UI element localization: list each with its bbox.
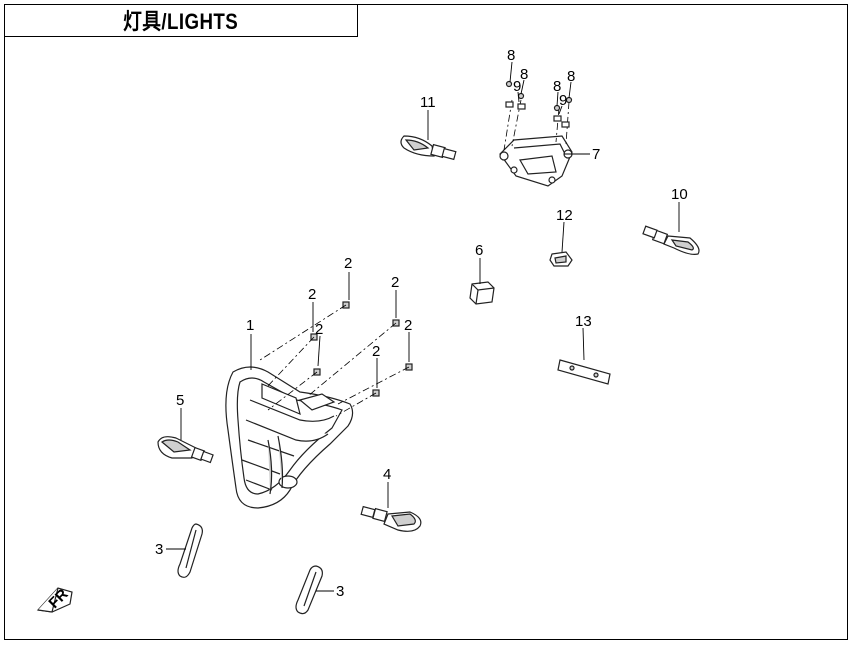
license-plate-bracket [499,99,573,187]
license-plate-lamp [549,251,573,267]
callout-11: 11 [420,94,436,111]
callout-6: 6 [475,242,483,259]
callout-13: 13 [575,313,592,330]
callout-3: 3 [336,583,344,600]
callout-1: 1 [246,317,254,334]
diagram-frame [4,4,848,640]
leader-lines [166,61,680,592]
callout-8: 8 [567,68,575,85]
callout-2: 2 [391,274,399,291]
callout-9: 9 [513,78,521,95]
rear-right-turn-signal [642,225,700,255]
headlight-assembly [225,366,354,509]
mounting-plate [557,359,611,385]
page-title: 灯具/LIGHTS [123,9,238,34]
screws [259,301,413,417]
callout-3: 3 [155,541,163,558]
callout-2: 2 [404,317,412,334]
title-box: 灯具/LIGHTS [4,4,358,37]
rear-left-turn-signal [400,135,457,161]
front-right-turn-signal [360,505,422,532]
callout-8: 8 [520,66,528,83]
callout-5: 5 [176,392,184,409]
callout-12: 12 [556,207,573,224]
callout-10: 10 [671,186,688,203]
callout-numbers: 1 2 2 2 2 2 2 5 4 3 3 6 7 8 9 8 8 9 8 10… [155,47,688,600]
callout-8: 8 [553,78,561,95]
callout-7: 7 [592,146,600,163]
flasher-relay [469,281,495,305]
callout-2: 2 [308,286,316,303]
callout-2: 2 [315,321,323,338]
reflectors [177,523,323,615]
callout-2: 2 [344,255,352,272]
callout-9: 9 [559,92,567,109]
front-left-turn-signal [157,436,214,464]
fr-direction-mark: FR [36,586,73,613]
callout-2: 2 [372,343,380,360]
callout-8: 8 [507,47,515,64]
callout-4: 4 [383,466,391,483]
